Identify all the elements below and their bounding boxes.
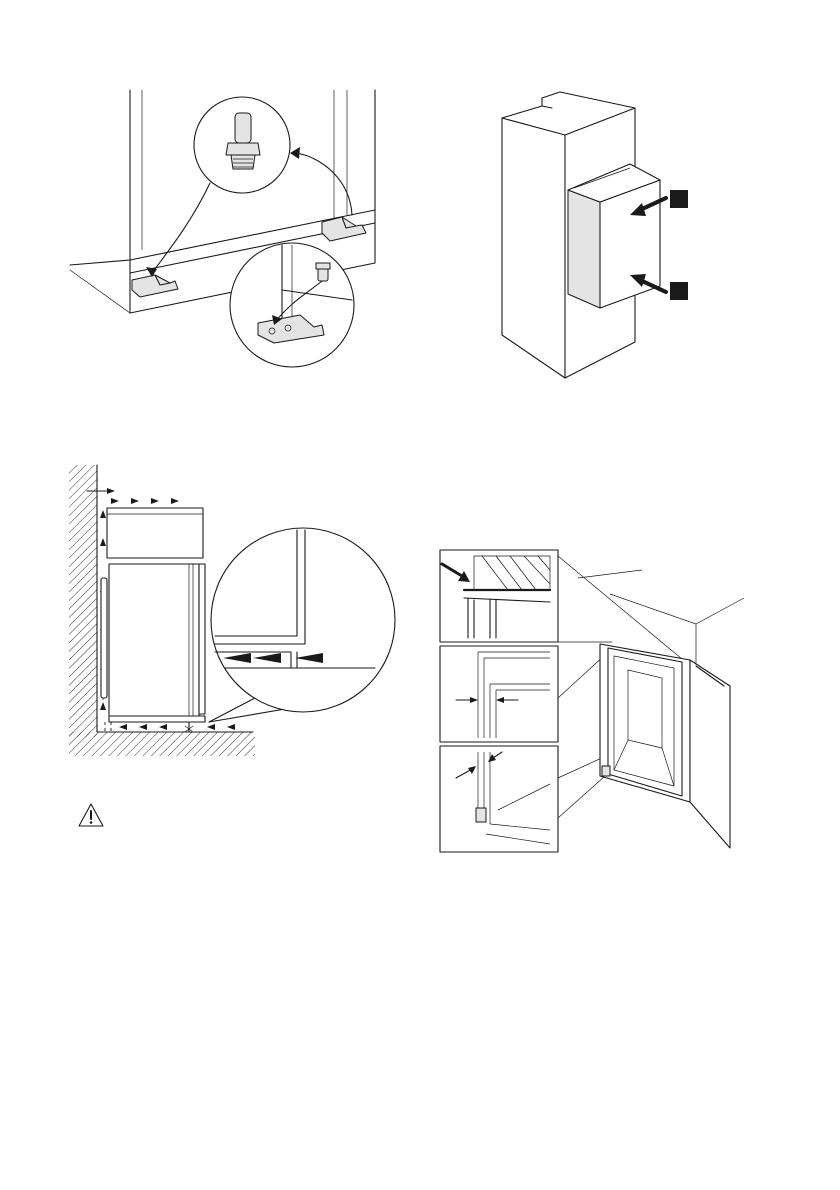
figure-feet-brackets <box>60 85 400 375</box>
airflow-arrows-top-icon <box>111 498 179 504</box>
seal-detail-bottom-icon <box>440 746 558 852</box>
door-seal-illustration <box>438 548 750 858</box>
bracket-right-icon <box>322 217 366 241</box>
figure-ventilation <box>65 460 400 840</box>
floor-hatching <box>69 732 255 756</box>
marker-box-2 <box>670 282 688 300</box>
plinth-detail-icon <box>211 528 395 712</box>
cabinet-push-illustration <box>490 80 710 385</box>
hinge-icon <box>602 766 610 776</box>
bracket-detail-icon <box>230 243 354 367</box>
feet-brackets-illustration <box>60 85 400 375</box>
airflow-arrows-bottom-icon <box>119 724 235 730</box>
marker-box-1 <box>670 190 688 208</box>
adjustable-foot-icon <box>194 97 290 193</box>
bracket-left-icon <box>132 275 178 297</box>
figure-door-seal <box>438 548 750 858</box>
seal-detail-middle-icon <box>440 646 558 742</box>
ventilation-illustration <box>65 460 400 840</box>
warning-triangle-icon <box>79 804 103 826</box>
wall-hatching <box>69 465 97 737</box>
seal-detail-top-icon <box>440 550 558 642</box>
figure-cabinet-push <box>490 80 710 385</box>
